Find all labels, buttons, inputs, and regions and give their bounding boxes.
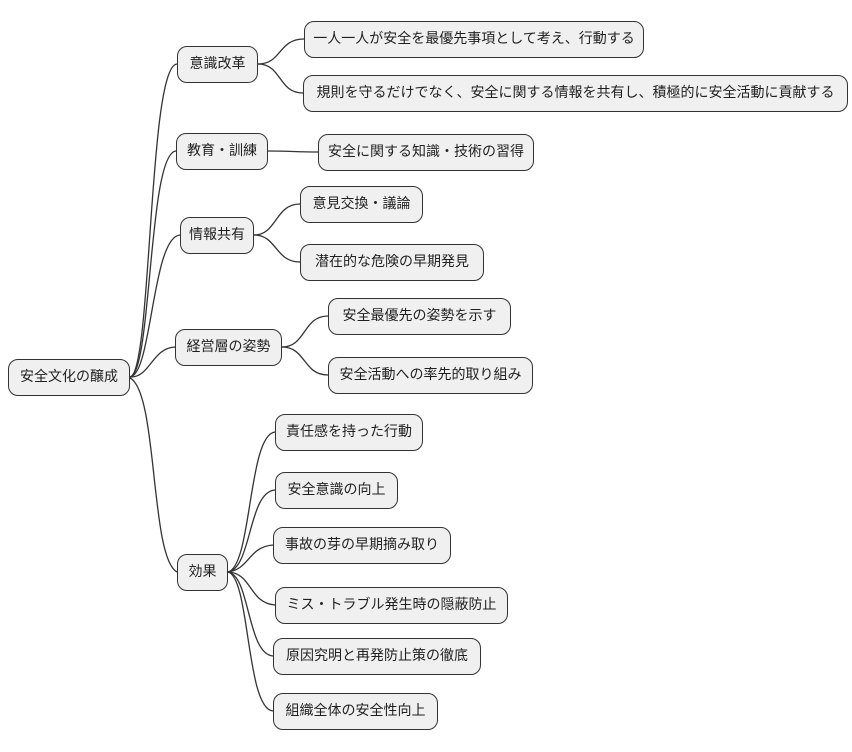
edge-awareness-to-child-0 [257,38,305,65]
leaf-node: 一人一人が安全を最優先事項として考え、行動する [304,21,644,58]
edge-effects-to-child-5 [227,571,274,712]
edge-effects-to-child-2 [227,544,274,573]
leaf-node: 責任感を持った行動 [275,414,423,451]
edge-effects-to-child-3 [227,571,276,606]
edge-root-to-awareness-reform [129,63,178,378]
leaf-node: 安全活動への率先的取り組み [328,357,533,394]
edge-management-to-child-0 [281,315,329,348]
leaf-node: 安全に関する知識・技術の習得 [318,134,534,171]
branch-node-effects: 効果 [177,554,228,591]
edge-management-to-child-1 [281,346,329,376]
leaf-node: 潜在的な危険の早期発見 [300,244,484,281]
branch-node-information-sharing: 情報共有 [180,217,254,254]
edge-root-to-management-attitude [129,346,176,378]
branch-node-education-training: 教育・訓練 [176,133,268,170]
branch-node-management-attitude: 経営層の姿勢 [175,329,282,366]
edge-effects-to-child-0 [227,431,276,573]
leaf-node: 安全最優先の姿勢を示す [328,298,511,335]
leaf-node: ミス・トラブル発生時の隠蔽防止 [275,587,508,624]
edge-effects-to-child-1 [227,489,276,573]
edge-root-to-effects [129,377,178,573]
leaf-node: 事故の芽の早期摘み取り [273,527,451,564]
root-node: 安全文化の醸成 [8,359,130,396]
leaf-node: 組織全体の安全性向上 [273,693,438,730]
leaf-node: 規則を守るだけでなく、安全に関する情報を共有し、積極的に安全活動に貢献する [303,75,848,112]
branch-node-awareness-reform: 意識改革 [177,46,258,83]
edge-awareness-to-child-1 [257,63,304,94]
edge-effects-to-child-4 [227,571,274,657]
edge-info-to-child-0 [253,203,301,236]
leaf-node: 意見交換・議論 [300,186,423,223]
edge-education-to-child-0 [267,150,319,153]
leaf-node: 安全意識の向上 [275,472,398,509]
edge-root-to-education-training [129,150,177,378]
edge-root-to-information-sharing [129,234,181,378]
leaf-node: 原因究明と再発防止策の徹底 [273,638,481,675]
edge-info-to-child-1 [253,234,301,263]
